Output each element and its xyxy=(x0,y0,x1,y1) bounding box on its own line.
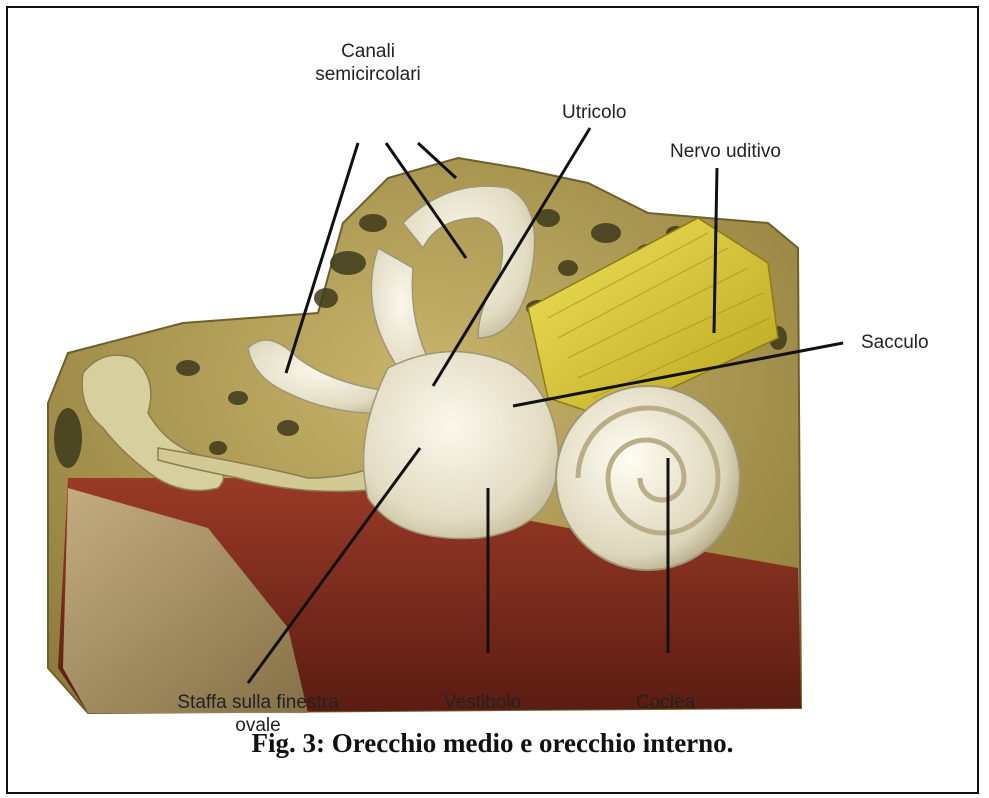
label-vestibolo: Vestibolo xyxy=(444,691,521,714)
label-sacculo: Sacculo xyxy=(861,331,929,354)
label-canali-line2: semicircolari xyxy=(308,63,428,86)
label-canali-line1: Canali xyxy=(308,40,428,63)
cochlea-shape xyxy=(556,386,740,570)
figure-caption: Fig. 3: Orecchio medio e orecchio intern… xyxy=(8,728,977,759)
label-canali-semicircolari: Canali semicircolari xyxy=(308,40,428,86)
label-utricolo: Utricolo xyxy=(562,101,626,124)
label-coclea: Coclea xyxy=(636,691,695,714)
label-nervo-uditivo: Nervo uditivo xyxy=(670,140,781,163)
inner-ear-illustration: Canali semicircolari Utricolo Nervo udit… xyxy=(8,8,977,792)
inner-ear-drawing xyxy=(8,8,977,792)
figure-frame: Canali semicircolari Utricolo Nervo udit… xyxy=(6,6,979,794)
label-staffa-line1: Staffa sulla finestra xyxy=(148,691,368,714)
vestibule-shape xyxy=(364,352,559,539)
